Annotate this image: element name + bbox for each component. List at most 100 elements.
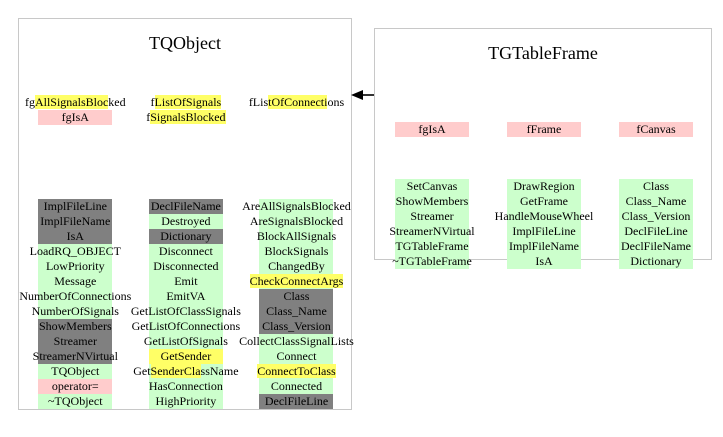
method-item[interactable]: GetSenderClassName (133, 364, 239, 378)
highlight-band-green (507, 179, 581, 269)
method-item[interactable]: NumberOfSignals (31, 304, 119, 318)
method-item[interactable]: HighPriority (155, 394, 217, 408)
highlight-band-pink (38, 110, 113, 125)
field-item[interactable]: fgAllSignalsBlocked (24, 95, 126, 109)
method-item[interactable]: CollectClassSignalLists (239, 334, 354, 348)
method-item[interactable]: ImplFileName (509, 239, 579, 253)
method-item[interactable]: Class_Name (266, 304, 327, 318)
column-background (600, 179, 712, 269)
method-item[interactable]: SetCanvas (406, 179, 458, 193)
method-item[interactable]: Class_Name (625, 194, 687, 208)
method-item[interactable]: Class_Version (262, 319, 331, 333)
method-item[interactable]: ~TGTableFrame (392, 254, 472, 268)
method-item[interactable]: AreAllSignalsBlocked (242, 199, 351, 213)
method-item[interactable]: Dictionary (630, 254, 682, 268)
highlight-band-pink (507, 122, 581, 137)
method-item[interactable]: GetSender (160, 349, 212, 363)
arrow-left-icon (351, 90, 374, 100)
method-item[interactable]: LowPriority (45, 259, 105, 273)
method-item[interactable]: Streamer (53, 334, 97, 348)
class-title-tqobject: TQObject (149, 33, 221, 53)
match-highlight: ListOfSignals (154, 95, 222, 109)
field-item[interactable]: fListOfSignals (150, 95, 222, 109)
column-background (488, 122, 600, 137)
highlight-band-gray (259, 289, 334, 334)
method-item[interactable]: ChangedBy (268, 259, 325, 273)
method-item[interactable]: operator= (51, 379, 99, 393)
method-item[interactable]: Class (642, 179, 669, 193)
method-item[interactable]: TGTableFrame (395, 239, 469, 253)
method-item[interactable]: Connect (276, 349, 317, 363)
highlight-band-gray (38, 319, 113, 364)
method-item[interactable]: Class_Version (621, 209, 691, 223)
method-item[interactable]: DeclFileName (621, 239, 691, 253)
match-highlight: tOfConnecti (268, 95, 328, 109)
tqobject-field-column-2: fListOfConnections (241, 95, 352, 125)
field-item[interactable]: fSignalsBlocked (146, 110, 226, 124)
method-item[interactable]: AreSignalsBlocked (249, 214, 344, 228)
highlight-band-green (148, 244, 223, 349)
match-highlight: SenderCla (150, 364, 201, 378)
column-background (488, 179, 600, 269)
method-item[interactable]: BlockSignals (264, 244, 329, 258)
field-item[interactable]: fFrame (526, 122, 562, 136)
method-item[interactable]: EmitVA (166, 289, 206, 303)
method-item[interactable]: GetListOfClassSignals (130, 304, 241, 318)
method-item[interactable]: ShowMembers (395, 194, 469, 208)
field-item[interactable]: fgIsA (61, 110, 89, 124)
method-item[interactable]: ~TQObject (48, 394, 103, 408)
method-item[interactable]: GetListOfConnections (131, 319, 241, 333)
method-item[interactable]: LoadRQ_OBJECT (29, 244, 121, 258)
tgtableframe-field-column-2: fCanvas (600, 122, 712, 137)
method-item[interactable]: Connected (270, 379, 323, 393)
highlight-band-pink (395, 122, 469, 137)
method-item[interactable]: ImplFileLine (43, 199, 107, 213)
match-highlight: SignalsBlocked (150, 110, 226, 124)
method-item[interactable]: DeclFileName (150, 199, 221, 213)
method-item[interactable]: IsA (66, 229, 84, 243)
highlight-band-green (38, 244, 113, 319)
method-item[interactable]: HandleMouseWheel (494, 209, 594, 223)
method-item[interactable]: Class (283, 289, 310, 303)
method-item[interactable]: ImplFileName (40, 214, 111, 228)
method-item[interactable]: BlockAllSignals (256, 229, 337, 243)
method-item[interactable]: StreamerNVirtual (32, 349, 118, 363)
method-item[interactable]: NumberOfConnections (19, 289, 132, 303)
field-item[interactable]: fListOfConnections (248, 95, 345, 109)
highlight-band-pink (38, 379, 113, 394)
highlight-band-green (38, 364, 113, 379)
method-item[interactable]: DeclFileLine (264, 394, 329, 408)
highlight-band-gray (38, 199, 113, 244)
field-item[interactable]: fCanvas (636, 122, 676, 136)
method-item[interactable]: DrawRegion (513, 179, 575, 193)
column-background (600, 122, 712, 137)
method-item[interactable]: HasConnection (148, 379, 223, 393)
match-highlight: ConnectToClass (257, 364, 336, 378)
class-panel-tgtableframe[interactable]: TGTableFrame fgIsA fFrame fCanvas SetCanva… (374, 28, 712, 269)
method-item[interactable]: ImplFileLine (512, 224, 576, 238)
method-item[interactable]: Dictionary (160, 229, 212, 243)
method-item[interactable]: StreamerNVirtual (389, 224, 475, 238)
method-item[interactable]: ConnectToClass (256, 364, 337, 379)
method-item[interactable]: ShowMembers (38, 319, 112, 333)
highlight-band-green (148, 214, 223, 229)
method-item[interactable]: DeclFileLine (624, 224, 688, 238)
method-item[interactable]: IsA (535, 254, 553, 268)
method-item[interactable]: Disconnect (158, 244, 213, 258)
method-item[interactable]: Destroyed (161, 214, 211, 228)
method-item[interactable]: Streamer (410, 209, 454, 223)
method-item[interactable]: Message (54, 274, 97, 288)
method-item[interactable]: TQObject (51, 364, 100, 378)
method-item[interactable]: GetFrame (520, 194, 568, 208)
field-item[interactable]: fgIsA (418, 122, 446, 136)
method-item[interactable]: GetListOfSignals (143, 334, 228, 348)
method-item[interactable]: Disconnected (153, 259, 219, 273)
method-item[interactable]: CheckConnectArgs (249, 274, 345, 289)
method-item[interactable]: Emit (174, 274, 198, 288)
